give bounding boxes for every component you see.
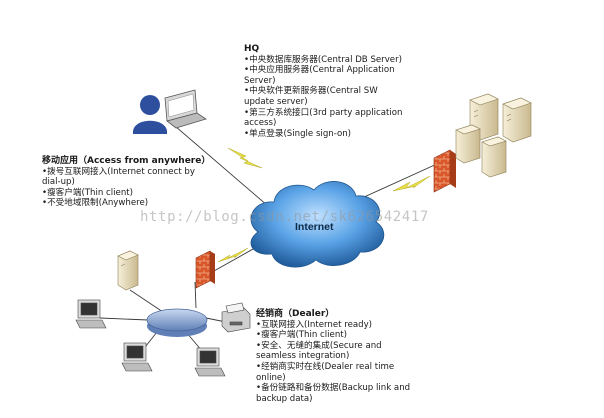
hq-line: •单点登录(Single sign-on): [244, 128, 352, 139]
dealer-line: backup data): [256, 393, 313, 404]
firewall-icon: [433, 149, 456, 193]
dealer-title: 经销商（Dealer）: [256, 309, 335, 319]
link-mobile-internet: [167, 119, 276, 213]
hq-line: •中央软件更新服务器(Central SW: [244, 86, 378, 97]
mobile-line: •不受地域限制(Anywhere): [42, 198, 149, 209]
server-cluster-icon: [455, 93, 532, 178]
hq-line: •第三方系统接口(3rd party application: [244, 107, 403, 118]
mobile-title: 移动应用（Access from anywhere）: [42, 156, 211, 166]
hq-line: update server): [244, 96, 308, 107]
dealer-line: online): [256, 372, 286, 383]
hq-text-block: HQ •中央数据库服务器(Central DB Server) •中央应用服务器…: [244, 44, 434, 139]
workstation-icon: [75, 299, 107, 329]
link-firewall-hub: [194, 281, 197, 309]
dealer-text-block: 经销商（Dealer） •互联网接入(Internet ready) •瘦客户端…: [256, 309, 446, 404]
internet-label: Internet: [295, 221, 334, 233]
user-icon: [133, 95, 167, 134]
hq-line: •中央应用服务器(Central Application: [244, 65, 395, 76]
watermark-text: http://blog.csdn.net/sk626542417: [140, 209, 429, 225]
dealer-line: •瘦客户端(Thin client): [256, 330, 348, 341]
dealer-line: •备份链路和备份数据(Backup link and: [256, 383, 411, 394]
hq-line: Server): [244, 75, 276, 86]
dealer-line: •安全、无缝的集成(Secure and: [256, 340, 382, 351]
link-pc1-hub: [99, 317, 149, 321]
workstation-icon: [194, 347, 226, 377]
hq-line: access): [244, 118, 277, 129]
link-server-hub: [129, 289, 164, 313]
dealer-line: •互联网接入(Internet ready): [256, 319, 373, 330]
mobile-line: •瘦客户端(Thin client): [42, 187, 134, 198]
server-icon: [117, 250, 139, 291]
workstation-icon: [121, 342, 153, 372]
dealer-line: seamless integration): [256, 351, 350, 362]
mobile-text-block: 移动应用（Access from anywhere） •拨号互联网接入(Inte…: [42, 156, 232, 209]
lightning-icon: [217, 147, 431, 263]
laptop-icon: [164, 89, 207, 129]
hq-title: HQ: [244, 44, 260, 54]
dealer-line: •经销商实时在线(Dealer real time: [256, 361, 395, 372]
mobile-line: dial-up): [42, 177, 75, 188]
cloud-icon: [250, 181, 385, 268]
firewall-icon: [195, 250, 215, 289]
hq-line: •中央数据库服务器(Central DB Server): [244, 54, 402, 65]
hub-icon: [146, 308, 208, 337]
printer-icon: [221, 302, 251, 333]
mobile-line: •拨号互联网接入(Internet connect by: [42, 166, 195, 177]
